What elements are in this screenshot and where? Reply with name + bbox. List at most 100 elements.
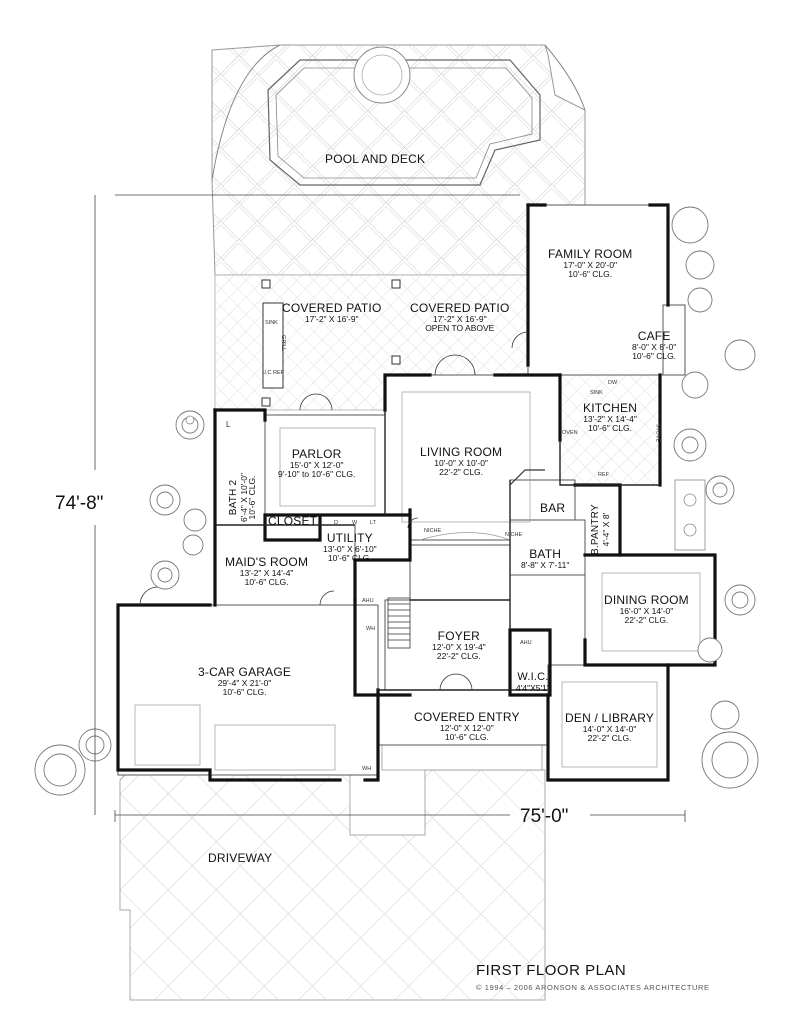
room-label-kitchen: KITCHEN 13'-2" X 14'-4" 10'-6" CLG. [583,402,637,432]
room-dims: 13'-2" X 14'-4" [583,413,637,424]
room-label-wic: W.I.C. 4'4"X5'1" [516,671,550,693]
room-ceiling: 10'-6" CLG. [444,731,489,742]
room-dims: 17'-2" X 16'-9" [304,313,359,324]
room-dims: 14'-0" X 14'-0" [582,723,637,734]
room-label-bath2: BATH 2 6'-4" X 10'-0" 10'-6" CLG. [228,473,258,522]
room-name: COVERED PATIO [282,301,382,315]
room-name: 3-CAR GARAGE [198,665,292,679]
fixture-lt: LT [370,520,377,526]
interior-walls [215,410,660,691]
room-ceiling: 10'-6" CLG. [244,576,289,587]
room-label-covered-patio-1: COVERED PATIO 17'-2" X 16'-9" [282,302,382,324]
room-dims: 17'-2" X 16'-9" [432,313,487,324]
room-label-pool: POOL AND DECK [325,153,425,166]
room-note: OPEN TO ABOVE [425,322,495,333]
room-ceiling: 10'-6" CLG. [327,552,372,563]
room-label-living: LIVING ROOM 10'-0" X 10'-0" 22'-2" CLG. [420,446,502,476]
patio-column [391,279,401,289]
patio-column [391,355,401,365]
ceiling-outlines [134,391,701,771]
room-label-bpantry: B.PANTRY 4'-4" X 8' [590,504,611,555]
room-name: COVERED PATIO [410,301,510,315]
overall-width-dimension: 75'-0" [520,806,569,827]
room-ceiling: 10'-6" CLG. [632,350,677,361]
room-name: UTILITY [326,531,373,545]
room-label-bar: BAR [540,502,565,515]
pool-deck [211,44,586,276]
room-label-den: DEN / LIBRARY 14'-0" X 14'-0" 22'-2" CLG… [565,712,654,742]
room-ceiling: 10'-6" CLG. [247,475,258,520]
fixture-niche-2: NICHE [505,532,523,538]
stair [387,597,411,649]
room-name: BATH 2 [228,479,239,516]
room-label-closet: CLOSET [268,515,317,528]
room-label-maids: MAID'S ROOM 13'-2" X 14'-4" 10'-6" CLG. [225,556,308,586]
room-label-utility: UTILITY 13'-0" X 6'-10" 10'-6" CLG. [323,532,377,562]
outdoor-kitchen-counter [262,302,284,389]
room-name: FAMILY ROOM [548,247,633,261]
room-name: DEN / LIBRARY [565,711,655,725]
room-label-cafe: CAFE 8'-0" X 8'-0" 10'-6" CLG. [632,330,676,360]
fixture-w: W [352,520,358,526]
room-name: DRIVEWAY [208,851,273,865]
room-label-dining: DINING ROOM 16'-0" X 14'-0" 22'-2" CLG. [604,594,689,624]
fixture-l: L [226,420,231,429]
room-label-covered-entry: COVERED ENTRY 12'-0" X 12'-0" 10'-6" CLG… [414,711,520,741]
room-ceiling: 22'-2" CLG. [436,650,481,661]
room-label-foyer: FOYER 12'-0" X 19'-4" 22'-2" CLG. [432,630,486,660]
patio-column [261,397,271,407]
plan-title: FIRST FLOOR PLAN [476,962,627,979]
room-label-parlor: PARLOR 15'-0" X 12'-0" 9'-10" to 10'-6" … [278,448,355,478]
fixture-d: D [334,520,338,526]
copyright-notice: © 1994 – 2006 ARONSON & ASSOCIATES ARCHI… [476,983,710,992]
fixture-oven: OVEN [562,430,578,436]
room-dims: 4'-4" X 8' [600,512,611,547]
patio-furniture [185,415,706,551]
room-name: MAID'S ROOM [225,555,309,569]
fixture-wh-2: WH [362,766,372,772]
room-label-covered-patio-2: COVERED PATIO 17'-2" X 16'-9" OPEN TO AB… [410,302,510,332]
room-ceiling: 10'-6" CLG. [588,422,632,433]
entry-steps [381,744,543,771]
landscape-shrubs [34,206,759,796]
bay-window [509,469,545,486]
room-dims: 8'-8" X 7'-11" [521,559,570,570]
fixture-stove: STOVE [654,423,661,443]
room-label-family: FAMILY ROOM 17'-0" X 20'-0" 10'-6" CLG. [548,248,632,278]
room-dims: 15'-0" X 12'-0" [289,459,344,470]
room-dims: 13'-2" X 14'-4" [239,567,294,578]
room-dims: 4'4"X5'1" [516,682,550,693]
room-ceiling: 22'-2" CLG. [439,466,484,477]
room-dims: 10'-0" X 10'-0" [434,457,488,468]
room-name: COVERED ENTRY [414,710,520,724]
door-swings [139,331,529,691]
room-name: CAFE [637,329,671,343]
room-dims: 29'-4" X 21'-0" [217,677,272,688]
room-dims: 13'-0" X 6'-10" [323,543,377,554]
fixture-ahu-1: AHU [362,598,374,604]
room-name: KITCHEN [583,401,638,415]
patio-column [261,279,271,289]
fixture-grill: GRILL [279,335,286,351]
room-dims: 12'-0" X 19'-4" [432,641,486,652]
room-ceiling: 22'-2" CLG. [624,614,669,625]
room-dims: 12'-0" X 12'-0" [440,722,494,733]
room-label-driveway: DRIVEWAY [208,852,272,865]
room-name: PARLOR [291,447,342,461]
dimension-lines [94,194,686,822]
fixture-sink-kitchen: SINK [590,390,603,396]
fixture-ahu-2: AHU [520,640,532,646]
room-ceiling: 9'-10" to 10'-6" CLG. [278,468,356,479]
fixture-uc-ref: U.C REF [262,370,284,376]
room-ceiling: 10'-6" CLG. [568,268,613,279]
room-label-bath: BATH 8'-8" X 7'-11" [521,548,569,570]
room-ceiling: 10'-6" CLG. [222,686,267,697]
fixture-sink-patio: SINK [265,320,278,326]
room-dims: 16'-0" X 14'-0" [619,605,674,616]
room-name: DINING ROOM [604,593,689,607]
room-name: W.I.C. [517,671,549,683]
room-dims: 8'-0" X 8'-0" [632,341,677,352]
room-ceiling: 22'-2" CLG. [587,732,632,743]
room-name: BAR [540,501,566,515]
room-name: LIVING ROOM [420,445,503,459]
